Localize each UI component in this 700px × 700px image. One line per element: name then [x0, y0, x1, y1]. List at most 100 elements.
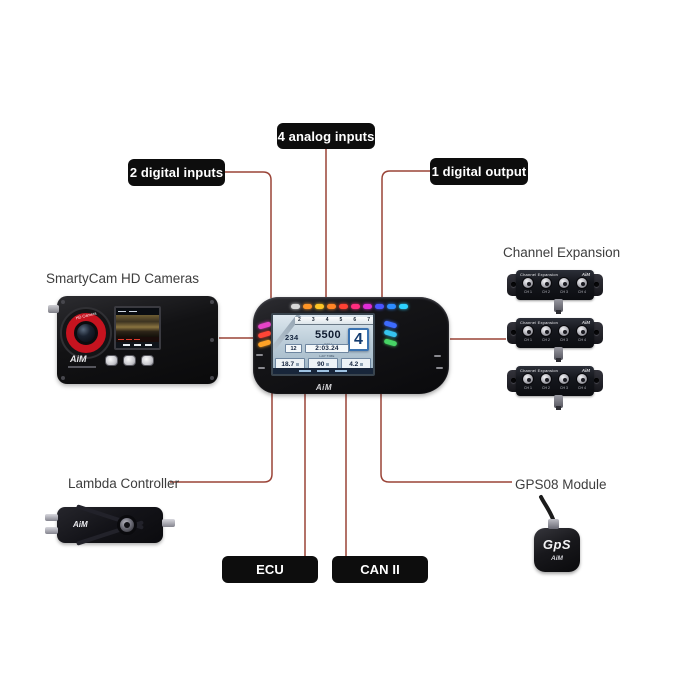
port: CH 2	[539, 325, 553, 342]
screw	[210, 300, 214, 304]
gear-value: 4	[354, 330, 363, 348]
port: CH 3	[557, 325, 571, 342]
led	[362, 303, 372, 309]
heading-lambda-controller: Lambda Controller	[68, 476, 180, 491]
connector-jack	[558, 325, 570, 337]
tick: 6	[353, 317, 357, 323]
label-digital-inputs: 2 digital inputs	[128, 159, 225, 186]
channel-ports: CH 1 CH 2 CH 3 CH 4	[516, 277, 594, 294]
wire-digital-inputs	[225, 171, 272, 298]
wire-digital-output	[381, 170, 430, 298]
laptime-label: LAP TIME	[319, 354, 335, 358]
channel-ports: CH 1 CH 2 CH 3 CH 4	[516, 325, 594, 342]
port: CH 1	[521, 277, 535, 294]
bezel-button-mark	[434, 355, 441, 357]
led	[383, 320, 398, 329]
module-pigtail-connector	[554, 347, 563, 362]
speed-value: 234	[285, 333, 299, 342]
connector-jack	[522, 325, 534, 337]
tick: 4	[325, 317, 329, 323]
camera-button	[105, 355, 118, 366]
port-label: CH 1	[524, 385, 532, 390]
camera-buttons	[105, 355, 154, 366]
cable-connector	[45, 527, 58, 534]
screw	[210, 338, 214, 342]
module-body: Channel Expansion AiM CH 1 CH 2 CH 3 CH …	[516, 318, 594, 348]
screw	[61, 300, 65, 304]
led	[398, 303, 408, 309]
camera-screen-statusbar	[116, 308, 159, 315]
port-label: CH 1	[524, 337, 532, 342]
connector-jack	[558, 373, 570, 385]
port-label: CH 4	[578, 385, 586, 390]
tick: 3	[311, 317, 315, 323]
port-label: CH 4	[578, 337, 586, 342]
connector-jack	[540, 277, 552, 289]
port: CH 2	[539, 277, 553, 294]
module-header: Channel Expansion AiM	[516, 366, 594, 373]
smartycam-device: HD Camera AiM	[48, 296, 218, 384]
camera-screen-rec-row	[116, 337, 159, 342]
heading-smartycam: SmartyCam HD Cameras	[46, 271, 200, 286]
left-alarm-leds	[257, 321, 272, 348]
bezel-button-mark	[436, 367, 443, 369]
led	[302, 303, 312, 309]
connector-jack	[522, 373, 534, 385]
rpm-value: 5500	[314, 329, 342, 341]
gps-cable-connector	[548, 519, 559, 529]
module-title: Channel Expansion	[520, 367, 559, 373]
heading-gps-module: GPS08 Module	[515, 477, 607, 492]
port-label: CH 1	[524, 289, 532, 294]
module-body: Channel Expansion AiM CH 1 CH 2 CH 3 CH …	[516, 366, 594, 396]
port: CH 4	[575, 325, 589, 342]
cable-connector	[162, 519, 175, 527]
connector-jack	[576, 277, 588, 289]
camera-screen-menu-row	[116, 342, 159, 348]
port-label: CH 3	[560, 385, 568, 390]
port: CH 4	[575, 373, 589, 390]
label-can2: CAN II	[332, 556, 428, 583]
screw	[61, 376, 65, 380]
module-pigtail-connector	[554, 299, 563, 314]
aim-logo: AiM	[581, 319, 590, 325]
camera-button	[123, 355, 136, 366]
port: CH 1	[521, 325, 535, 342]
connector-jack	[522, 277, 534, 289]
tick: 7	[367, 317, 370, 323]
camera-lens: HD Camera	[60, 307, 112, 359]
channel-expansion-module-3: Channel Expansion AiM CH 1 CH 2 CH 3 CH …	[507, 366, 603, 410]
led	[257, 339, 272, 348]
wire-lambda	[170, 393, 273, 483]
port: CH 3	[557, 277, 571, 294]
camera-preview-screen	[114, 306, 161, 350]
tick: 5	[339, 317, 343, 323]
port-label: CH 2	[542, 385, 550, 390]
tick: 2	[298, 317, 301, 323]
channel-expansion-module-2: Channel Expansion AiM CH 1 CH 2 CH 3 CH …	[507, 318, 603, 362]
bezel-button-mark	[256, 354, 263, 356]
led	[338, 303, 348, 309]
gps-logo-text: GpS	[542, 537, 572, 552]
label-digital-output: 1 digital output	[430, 158, 528, 185]
label-ecu: ECU	[222, 556, 318, 583]
module-header: Channel Expansion AiM	[516, 318, 594, 325]
gear-indicator: 4	[348, 328, 369, 351]
aim-logo: AiM	[581, 271, 590, 277]
screw	[210, 376, 214, 380]
wire-gps	[380, 393, 512, 483]
shift-light-strip	[281, 302, 417, 310]
port-label: CH 3	[560, 337, 568, 342]
connector-jack	[576, 325, 588, 337]
lambda-controller-device: AiM	[45, 504, 175, 546]
module-header: Channel Expansion AiM	[516, 270, 594, 277]
connector-jack	[540, 325, 552, 337]
connector-jack	[576, 373, 588, 385]
port-label: CH 4	[578, 289, 586, 294]
laptime-cell: 2:03.24	[305, 344, 349, 353]
port: CH 4	[575, 277, 589, 294]
camera-lens-glass	[77, 324, 95, 342]
